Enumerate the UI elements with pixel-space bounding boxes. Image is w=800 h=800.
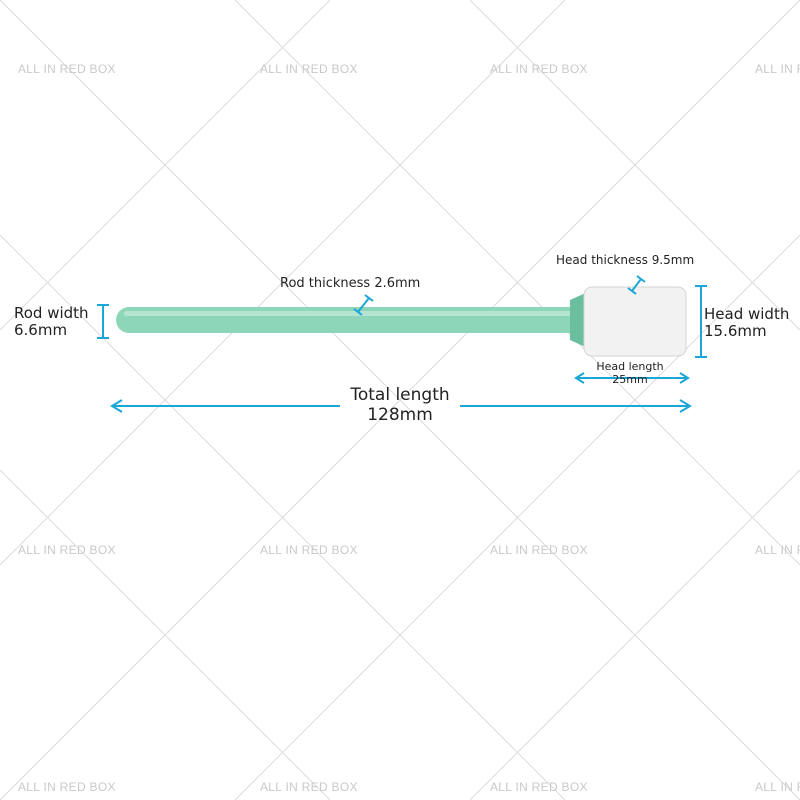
total-length-arrow: [110, 399, 692, 413]
head-width-label: Head width 15.6mm: [704, 305, 790, 341]
guide-line: [469, 0, 800, 331]
rod-highlight: [124, 311, 579, 316]
head-length-label: Head length 25mm: [588, 360, 672, 386]
dimension-markers: [97, 275, 707, 413]
rod-thickness-marker: [353, 294, 374, 316]
head-thickness-label: Head thickness 9.5mm: [556, 253, 695, 267]
head-width-marker: [695, 285, 707, 358]
watermark-text: ALL IN RED BOX: [18, 780, 116, 794]
guide-line: [234, 234, 800, 800]
watermark-text: ALL IN RED BOX: [260, 62, 358, 76]
rod-width-label: Rod width 6.6mm: [14, 304, 89, 340]
head-length-arrow: [574, 372, 690, 384]
watermark-text: ALL IN RED BOX: [755, 62, 800, 76]
head-length-value: 25mm: [612, 372, 648, 386]
guide-line: [0, 0, 331, 331]
total-length-title: Total length: [350, 385, 450, 405]
watermark-text: ALL IN RED BOX: [260, 543, 358, 557]
guide-line: [0, 234, 566, 800]
rod-width-marker: [97, 304, 109, 339]
swab-head: [570, 286, 687, 357]
watermark-text: ALL IN RED BOX: [755, 543, 800, 557]
total-length-label: Total length 128mm: [340, 385, 460, 425]
swab-rod: [116, 307, 586, 333]
watermark-text: ALL IN RED BOX: [490, 62, 588, 76]
head-thickness-marker: [627, 275, 646, 295]
guide-line: [234, 0, 800, 566]
watermark-text: ALL IN RED BOX: [490, 780, 588, 794]
rod-thickness-label: Rod thickness 2.6mm: [280, 276, 421, 291]
rod-width-title: Rod width: [14, 304, 89, 322]
watermark-text: ALL IN RED BOX: [260, 780, 358, 794]
rod-width-value: 6.6mm: [14, 321, 68, 340]
watermark-text: ALL IN RED BOX: [490, 543, 588, 557]
guide-line: [0, 469, 331, 800]
watermark-text: ALL IN RED BOX: [18, 543, 116, 557]
guide-line: [0, 0, 566, 566]
head-width-title: Head width: [704, 305, 790, 323]
head-body: [583, 286, 687, 357]
watermark-text: ALL IN RED BOX: [18, 62, 116, 76]
watermark-text: ALL IN RED BOX: [755, 780, 800, 794]
total-length-value: 128mm: [367, 404, 433, 425]
head-length-title: Head length: [596, 360, 664, 373]
rod-body: [116, 307, 586, 333]
head-width-value: 15.6mm: [704, 322, 767, 341]
guide-line: [469, 469, 800, 800]
